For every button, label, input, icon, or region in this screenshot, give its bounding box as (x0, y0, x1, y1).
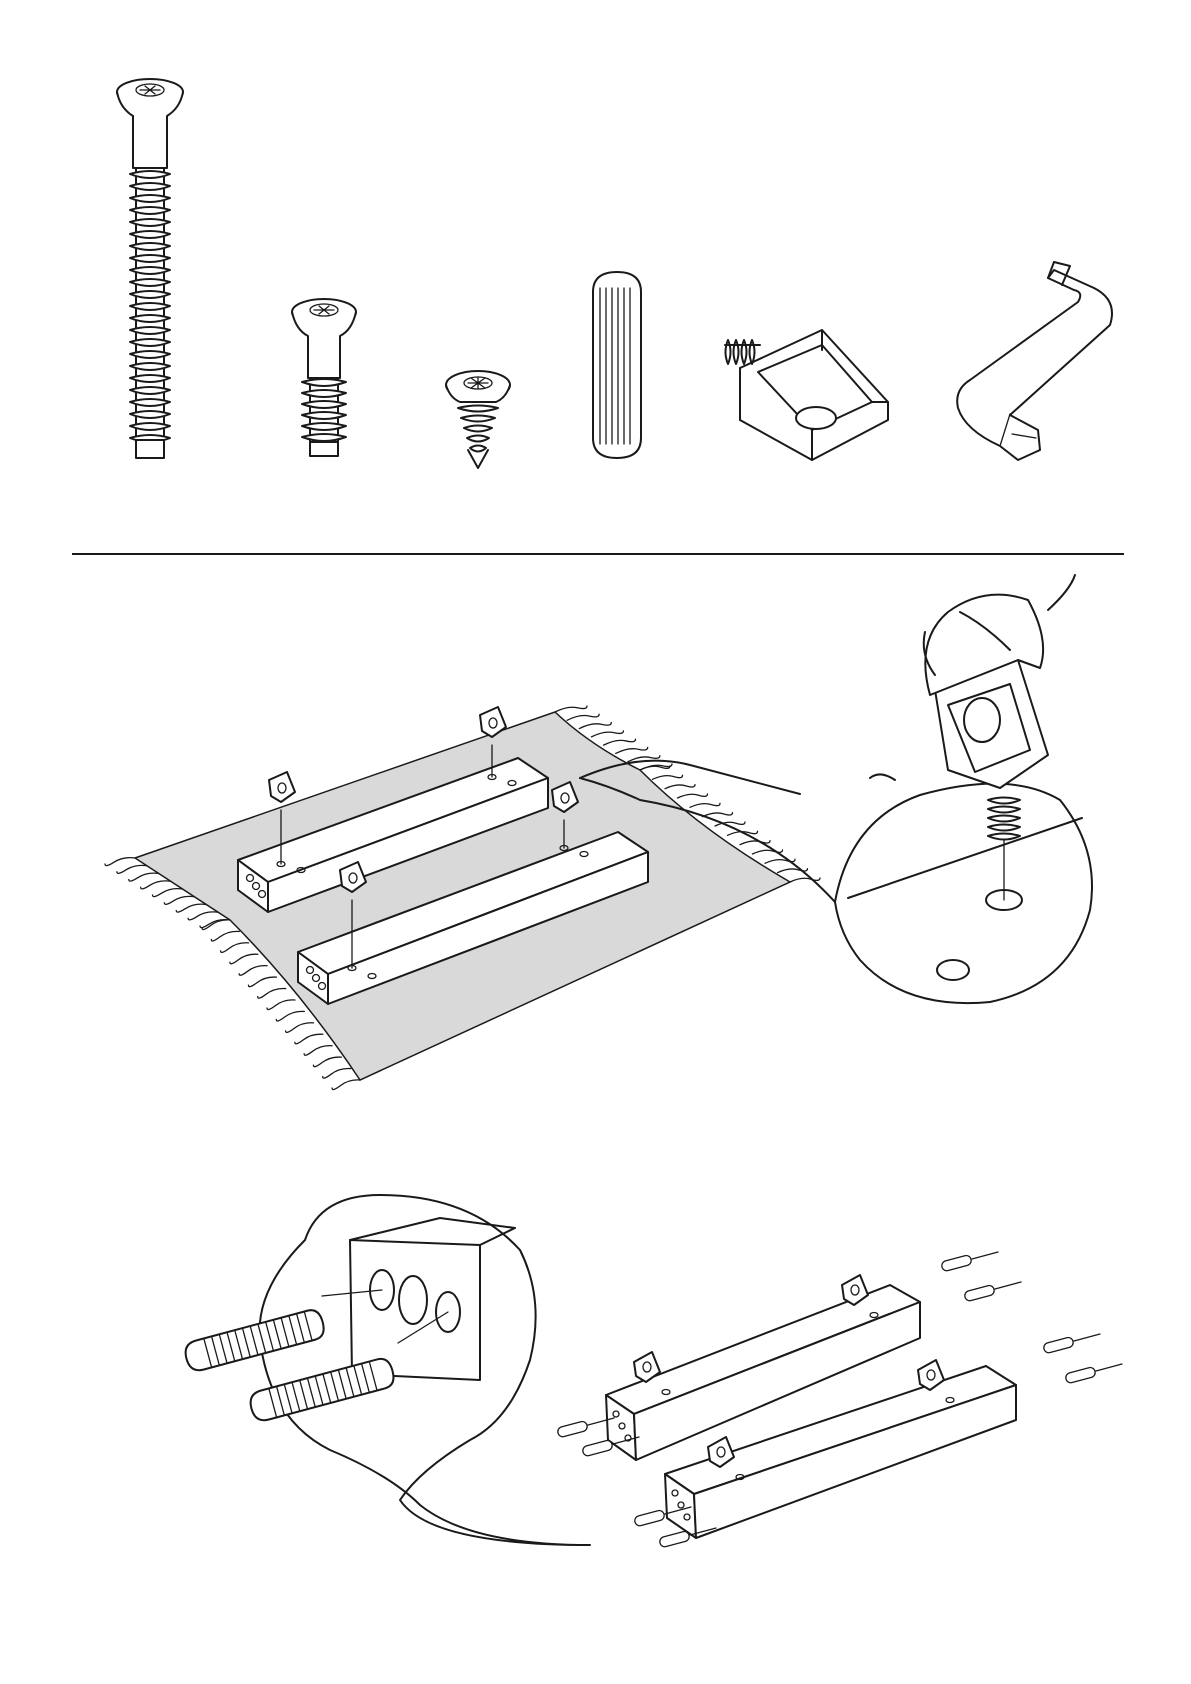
thread-ridge (458, 406, 498, 412)
mat-fringe (248, 977, 276, 987)
thread-ridge (130, 183, 170, 190)
mat-fringe (188, 912, 218, 920)
mat-fringe (616, 747, 648, 753)
corner-bracket-icon (725, 330, 888, 460)
thread-ridge (130, 423, 170, 430)
wooden-dowel-icon (941, 1252, 998, 1272)
thread-ridge (130, 387, 170, 394)
thread-ridge (130, 363, 170, 370)
thread-ridge (130, 339, 170, 346)
mat-fringe (176, 904, 206, 912)
mat-fringe (153, 889, 183, 897)
mat-fringe (211, 931, 239, 941)
thread-ridge (130, 411, 170, 418)
thread-ridge (988, 798, 1020, 804)
mat-fringe (295, 1034, 323, 1044)
thread-ridge (988, 834, 1020, 840)
mat-fringe (703, 813, 733, 817)
mat-fringe (267, 1000, 295, 1010)
mat-fringe (258, 988, 286, 998)
wooden-dowel-icon (1043, 1334, 1100, 1354)
thread-ridge (130, 375, 170, 382)
thread-ridge (130, 207, 170, 214)
mat-fringe (604, 739, 636, 745)
mat-fringe (129, 873, 159, 881)
mat-fringe (313, 1057, 341, 1067)
thread-ridge (464, 426, 492, 432)
thread-ridge (302, 390, 346, 397)
mat-fringe (239, 966, 267, 976)
mat-fringe (105, 858, 135, 866)
thread-ridge (302, 423, 346, 430)
thread-ridge (130, 219, 170, 226)
mat-fringe (164, 896, 194, 904)
wooden-dowel-icon (964, 1282, 1021, 1302)
thread-ridge (130, 255, 170, 262)
thread-ridge (302, 412, 346, 419)
thread-ridge (461, 416, 495, 422)
mat-fringe (286, 1023, 314, 1033)
dowel-detail-callout (183, 1195, 590, 1545)
hardware-row (117, 79, 1112, 468)
thread-ridge (130, 231, 170, 238)
thread-ridge (988, 825, 1020, 831)
mat-fringe (221, 943, 249, 953)
thread-ridge (130, 291, 170, 298)
mat-fringe (304, 1046, 332, 1056)
thread-ridge (988, 816, 1020, 822)
mat-fringe (640, 764, 672, 770)
wooden-dowel-icon (557, 1418, 614, 1438)
thread-ridge (130, 399, 170, 406)
thread-ridge (470, 446, 486, 452)
mat-fringe (332, 1080, 360, 1090)
wooden-dowel-icon (1065, 1364, 1122, 1384)
thread-ridge (130, 315, 170, 322)
thread-ridge (130, 327, 170, 334)
mat-fringe (141, 881, 171, 889)
thread-ridge (734, 340, 739, 364)
step-insert-brackets (105, 575, 1092, 1090)
thread-ridge (988, 807, 1020, 813)
long-screw-icon (117, 79, 183, 458)
thread-ridge (130, 171, 170, 178)
thread-ridge (130, 303, 170, 310)
mat-fringe (678, 794, 708, 798)
mat-fringe (276, 1011, 304, 1021)
mat-fringe (230, 954, 258, 964)
wooden-dowel-icon (593, 272, 641, 458)
thread-ridge (750, 340, 755, 364)
thread-ridge (130, 351, 170, 358)
thread-ridge (302, 401, 346, 408)
thread-ridge (742, 340, 747, 364)
mat-fringe (653, 775, 683, 779)
thread-ridge (130, 243, 170, 250)
mat-fringe (579, 723, 611, 729)
mat-fringe (591, 731, 623, 737)
allen-key-icon (957, 262, 1112, 460)
small-wood-screw-icon (446, 371, 510, 468)
thread-ridge (130, 267, 170, 274)
thread-ridge (130, 195, 170, 202)
mat-fringe (323, 1068, 351, 1078)
mat-fringe (567, 714, 599, 720)
thread-ridge (130, 279, 170, 286)
thread-ridge (302, 379, 346, 386)
mat-fringe (665, 785, 695, 789)
screw-shank (310, 378, 338, 442)
mat-fringe (200, 920, 230, 928)
thread-ridge (726, 340, 731, 364)
mat-fringe (117, 865, 147, 873)
step-insert-dowels (183, 1195, 1122, 1548)
mat-fringe (690, 803, 720, 807)
short-screw-icon (292, 299, 356, 456)
thread-ridge (302, 434, 346, 441)
mat-fringe (555, 706, 587, 712)
thread-ridge (467, 436, 489, 442)
